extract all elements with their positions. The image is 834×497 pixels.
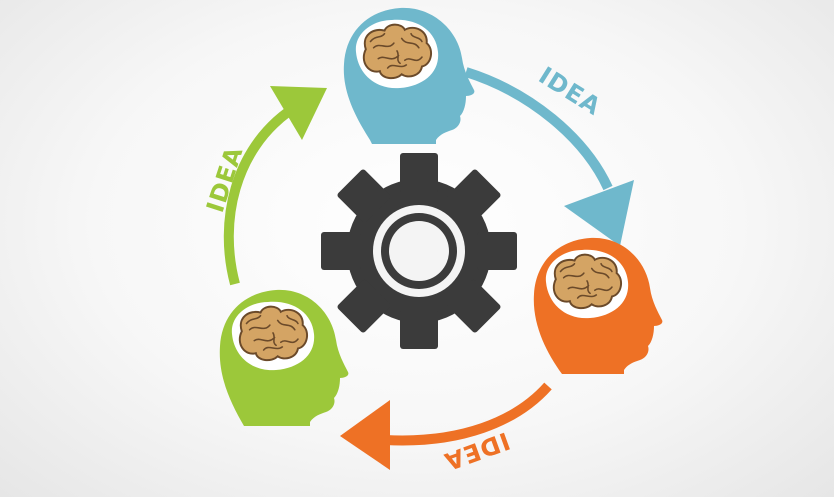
head-blue-icon xyxy=(343,7,475,145)
gear-icon xyxy=(321,153,517,349)
arrow-bottom xyxy=(340,382,552,470)
head-green-icon xyxy=(219,289,349,426)
arrow-top-right xyxy=(464,67,634,246)
head-orange-icon xyxy=(533,237,663,374)
arrow-left xyxy=(223,86,327,286)
